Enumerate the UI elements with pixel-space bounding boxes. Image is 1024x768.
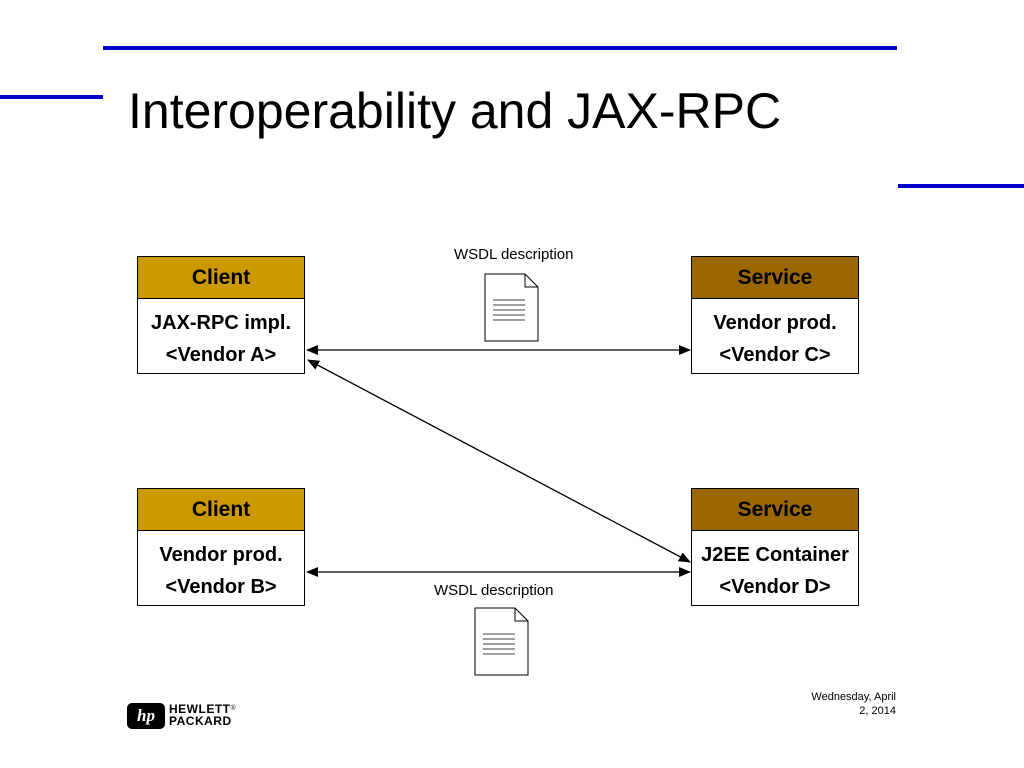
service-c-header: Service <box>692 257 858 299</box>
client-a-line1: JAX-RPC impl. <box>150 312 292 334</box>
slide-title: Interoperability and JAX-RPC <box>128 83 782 139</box>
footer-date-line2: 2, 2014 <box>859 705 896 717</box>
client-a-header: Client <box>138 257 304 299</box>
service-d-line1: J2EE Container <box>701 544 849 566</box>
client-a-line2: <Vendor A> <box>165 344 277 366</box>
right-accent-bar <box>898 184 1024 188</box>
service-c-box: Service Vendor prod. <Vendor C> <box>691 256 859 374</box>
document-icon <box>474 607 529 676</box>
arrow-client-a-service-d <box>307 359 691 563</box>
service-d-box: Service J2EE Container <Vendor D> <box>691 488 859 606</box>
client-b-box: Client Vendor prod. <Vendor B> <box>137 488 305 606</box>
service-c-line1: Vendor prod. <box>713 312 837 334</box>
hp-logo-mark: hp <box>127 703 165 729</box>
wsdl-label-top: WSDL description <box>454 246 574 263</box>
footer-date-line1: Wednesday, April <box>811 691 896 703</box>
client-b-header: Client <box>138 489 304 531</box>
left-accent-bar <box>0 95 103 99</box>
hp-wordmark: HEWLETT® PACKARD <box>169 703 236 727</box>
document-icon <box>484 273 539 342</box>
hp-wordmark-line1: HEWLETT <box>169 702 231 716</box>
hp-wordmark-line2: PACKARD <box>169 714 232 728</box>
service-d-line2: <Vendor D> <box>719 576 831 598</box>
service-c-line2: <Vendor C> <box>719 344 831 366</box>
wsdl-label-bottom: WSDL description <box>434 582 554 599</box>
hp-registered-mark: ® <box>230 705 237 712</box>
client-b-line1: Vendor prod. <box>159 544 283 566</box>
footer-date: Wednesday, April 2, 2014 <box>786 690 896 718</box>
client-b-line2: <Vendor B> <box>165 576 277 598</box>
client-a-box: Client JAX-RPC impl. <Vendor A> <box>137 256 305 374</box>
top-accent-bar <box>103 46 897 50</box>
service-d-header: Service <box>692 489 858 531</box>
